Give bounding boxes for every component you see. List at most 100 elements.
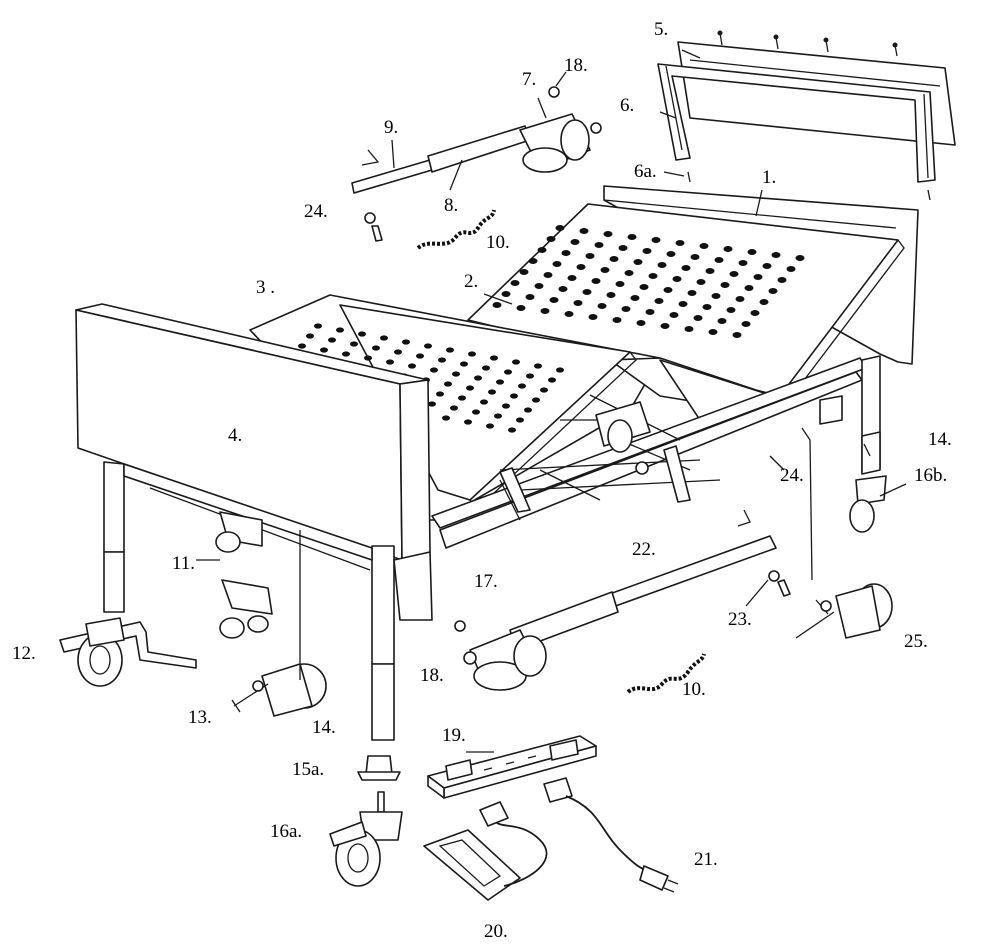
perforation-hole xyxy=(492,302,502,308)
perforation-hole xyxy=(714,257,724,263)
perforation-hole xyxy=(690,254,700,260)
perforation-hole xyxy=(438,357,446,363)
perforation-hole xyxy=(468,351,476,357)
cable-upper-part xyxy=(416,209,496,250)
perforation-hole xyxy=(663,287,673,293)
perforation-hole xyxy=(508,427,516,433)
perforation-hole xyxy=(501,291,511,297)
perforation-hole xyxy=(747,249,757,255)
perforation-hole xyxy=(364,355,372,361)
label-5: 5. xyxy=(654,19,669,40)
perforation-hole xyxy=(528,258,538,264)
perforation-hole xyxy=(777,277,787,283)
perforation-hole xyxy=(314,323,322,329)
perforation-hole xyxy=(460,361,468,367)
perforation-hole xyxy=(699,243,709,249)
perforation-hole xyxy=(402,339,410,345)
perforation-hole xyxy=(759,299,769,305)
perforation-hole xyxy=(588,314,598,320)
perforation-hole xyxy=(645,309,655,315)
perforation-hole xyxy=(648,273,658,279)
wheel-bracket-part xyxy=(215,511,273,639)
perforation-hole xyxy=(729,271,739,277)
perforation-hole xyxy=(768,288,778,294)
perforation-hole xyxy=(537,247,547,253)
label-15a: 15a. xyxy=(292,759,325,780)
perforation-hole xyxy=(342,351,350,357)
perforation-hole xyxy=(540,308,550,314)
perforation-hole xyxy=(482,365,490,371)
headboard-bracket-part xyxy=(657,63,936,183)
perforation-hole xyxy=(609,256,619,262)
perforation-hole xyxy=(612,317,622,323)
perforation-hole xyxy=(615,281,625,287)
label-14-back: 14. xyxy=(928,429,952,450)
label-10-lower: 10. xyxy=(682,679,706,700)
perforation-hole xyxy=(753,274,763,280)
perforation-hole xyxy=(502,403,510,409)
perforation-hole xyxy=(494,413,502,419)
caster-16a-part xyxy=(329,755,403,887)
perforation-hole xyxy=(444,381,452,387)
perforation-hole xyxy=(488,389,496,395)
bed-frame-part xyxy=(431,357,867,549)
motor-13-part xyxy=(231,663,327,717)
label-14-front: 14. xyxy=(312,717,336,738)
label-9: 9. xyxy=(384,117,399,138)
perforation-hole xyxy=(651,237,661,243)
label-12: 12. xyxy=(12,643,36,664)
perforation-hole xyxy=(600,267,610,273)
perforation-hole xyxy=(474,375,482,381)
perforation-hole xyxy=(579,228,589,234)
perforation-hole xyxy=(428,401,436,407)
perforation-hole xyxy=(558,286,568,292)
perforation-hole xyxy=(526,373,534,379)
perforation-hole xyxy=(480,399,488,405)
perforation-hole xyxy=(702,304,712,310)
perforation-hole xyxy=(442,415,450,421)
perforation-hole xyxy=(452,371,460,377)
label-16a: 16a. xyxy=(270,821,303,842)
label-4: 4. xyxy=(228,425,243,446)
label-21: 21. xyxy=(694,849,718,870)
leader-lines xyxy=(196,49,907,753)
perforation-hole xyxy=(543,272,553,278)
perforation-hole xyxy=(573,300,583,306)
perforation-hole xyxy=(490,355,498,361)
label-1: 1. xyxy=(762,167,777,188)
cable-lower-part xyxy=(626,653,706,694)
perforation-hole xyxy=(771,252,781,258)
perforation-hole xyxy=(424,343,432,349)
perforation-hole xyxy=(496,379,504,385)
perforation-hole xyxy=(486,423,494,429)
perforation-hole xyxy=(687,290,697,296)
footboard-part xyxy=(75,303,431,561)
perforation-hole xyxy=(510,393,518,399)
perforation-hole xyxy=(630,295,640,301)
perforation-hole xyxy=(660,323,670,329)
label-18-lower: 18. xyxy=(420,665,444,686)
label-20: 20. xyxy=(484,921,508,942)
perforation-hole xyxy=(524,407,532,413)
label-19: 19. xyxy=(442,725,466,746)
perforation-hole xyxy=(519,269,529,275)
lower-actuator-part xyxy=(454,509,791,691)
perforation-hole xyxy=(639,284,649,290)
label-2: 2. xyxy=(464,271,479,292)
perforation-hole xyxy=(750,310,760,316)
perforation-hole xyxy=(681,265,691,271)
perforation-hole xyxy=(446,347,454,353)
screws-part xyxy=(687,30,931,201)
label-23: 23. xyxy=(728,609,752,630)
hand-pendant-part xyxy=(423,801,548,901)
perforation-hole xyxy=(306,333,314,339)
perforation-hole xyxy=(548,377,556,383)
perforation-hole xyxy=(564,311,574,317)
perforation-hole xyxy=(328,337,336,343)
perforation-hole xyxy=(380,335,388,341)
perforation-hole xyxy=(516,417,524,423)
perforation-hole xyxy=(386,359,394,365)
motor-25-part xyxy=(795,583,893,639)
perforation-hole xyxy=(675,240,685,246)
